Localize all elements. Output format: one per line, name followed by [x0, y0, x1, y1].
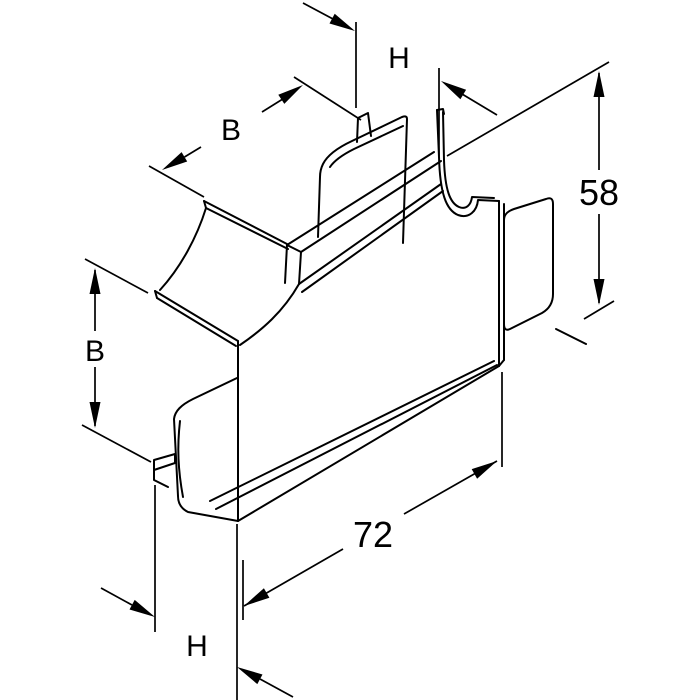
- dimension-left-width: B: [81, 258, 152, 463]
- arrowhead: [237, 667, 263, 685]
- fillet-outer-curve: [159, 207, 207, 291]
- arrowhead: [329, 13, 355, 32]
- arrow-shaft: [261, 98, 283, 113]
- face-top-edge-outer: [298, 183, 442, 285]
- bottom-flange-inner: [215, 364, 498, 510]
- bottom-left-tab-side: [153, 469, 169, 488]
- dimension-bottom-height: H: [100, 485, 294, 700]
- branch-back-tab: [356, 112, 372, 143]
- left-flap-outline: [173, 377, 239, 522]
- front-wall-strip-top: [154, 290, 239, 342]
- arrowhead: [244, 588, 270, 606]
- bottom-flange-outer: [209, 360, 495, 502]
- back-wall-strip-bottom: [205, 207, 289, 250]
- arrowhead: [441, 81, 467, 100]
- fillet-inner-curve: [239, 283, 300, 346]
- left-flap-fold-line: [177, 420, 184, 498]
- back-wall-strip-top: [203, 200, 288, 245]
- back-wall-strip-cap: [203, 200, 207, 209]
- arrow-shaft: [100, 587, 133, 606]
- arrowhead: [593, 279, 605, 305]
- cover-edge-inner: [300, 160, 442, 253]
- branch-flap-fold-line: [329, 125, 404, 168]
- arrowhead: [471, 461, 497, 479]
- notch-outer-curve: [438, 156, 500, 217]
- dimension-top-width: B: [148, 76, 362, 198]
- corner-post-right: [298, 251, 302, 285]
- dimension-label-left-width: B: [85, 335, 105, 368]
- branch-wall-inner-edge: [442, 111, 445, 161]
- cover-edge-outer: [286, 151, 435, 246]
- dimension-label-right-height: 58: [579, 172, 619, 213]
- arrowhead: [89, 402, 101, 428]
- extension-line: [84, 258, 149, 294]
- arrow-shaft: [302, 2, 334, 20]
- arrow-shaft: [184, 146, 202, 158]
- notch-inner-curve: [443, 159, 495, 209]
- tee-piece-body: [153, 108, 587, 522]
- face-bottom-edge: [237, 365, 500, 522]
- extension-line: [293, 76, 362, 121]
- dimension-label-bottom-height: H: [186, 630, 208, 663]
- extension-line: [81, 424, 152, 463]
- front-wall-strip-bottom: [156, 297, 237, 347]
- arrowhead: [278, 85, 303, 104]
- dimension-top-height: H: [302, 2, 498, 156]
- arrowhead: [89, 268, 101, 294]
- bottom-left-tab: [153, 453, 176, 471]
- dimension-right-height: 58: [446, 61, 619, 320]
- face-top-edge-inner: [301, 190, 444, 293]
- right-flap-outline: [503, 197, 554, 331]
- dimension-bottom-length: 72: [242, 372, 503, 620]
- dimension-label-top-width: B: [221, 114, 241, 147]
- extension-line: [148, 165, 205, 198]
- front-wall-strip-cap: [154, 290, 158, 299]
- arrow-shaft: [259, 678, 294, 698]
- dimension-label-top-height: H: [388, 42, 410, 75]
- branch-flap-outline: [317, 115, 408, 244]
- extension-line: [583, 300, 615, 320]
- right-back-bottom-edge: [555, 328, 587, 345]
- arrowhead: [129, 599, 155, 617]
- extension-line: [446, 61, 610, 157]
- corner-post-left: [284, 244, 288, 284]
- face-corner-bevel: [498, 359, 505, 367]
- dimension-label-bottom-length: 72: [353, 514, 393, 555]
- arrow-shaft: [461, 93, 498, 116]
- arrowhead: [593, 71, 605, 97]
- cover-edge-end-cap: [286, 244, 302, 253]
- arrowhead: [162, 152, 188, 170]
